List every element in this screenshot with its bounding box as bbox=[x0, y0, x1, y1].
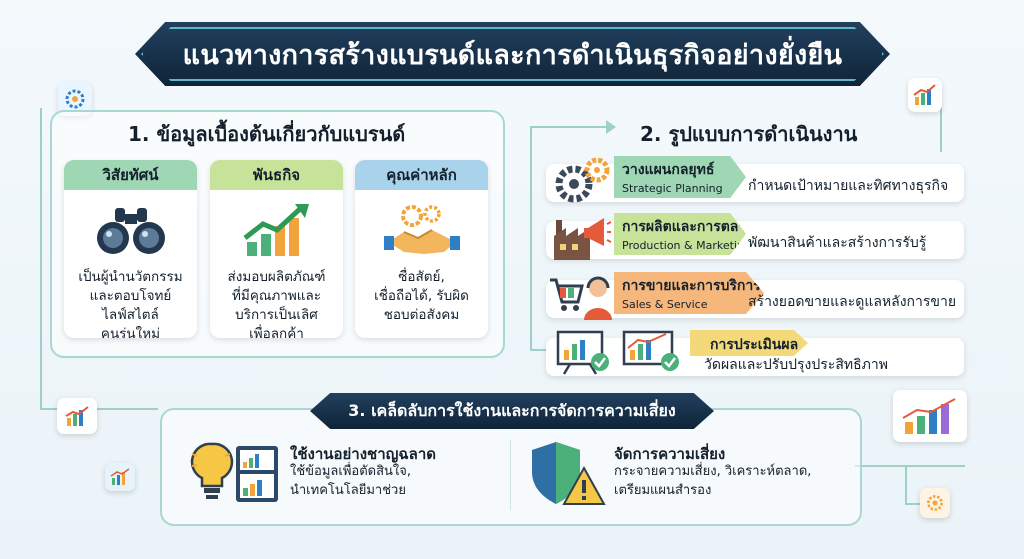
connector-line bbox=[855, 465, 965, 467]
step-tag: การประเมินผล bbox=[690, 330, 808, 356]
text-line: เชื่อถือได้, รับผิด bbox=[374, 288, 469, 304]
factory-megaphone-icon bbox=[552, 210, 612, 264]
section2-title: 2. รูปแบบการดำเนินงาน bbox=[640, 122, 858, 146]
bar-chart-icon bbox=[893, 390, 967, 442]
step-tag: การขายและการบริการ Sales & Service bbox=[614, 272, 764, 314]
text-line: ส่งมอบผลิตภัณฑ์ bbox=[227, 269, 326, 285]
step-title: การผลิตและการตลาด bbox=[622, 219, 756, 235]
chart-icon bbox=[57, 398, 97, 434]
connector-line bbox=[940, 86, 942, 152]
connector-line bbox=[530, 349, 548, 351]
section1-title: 1. ข้อมูลเบื้องต้นเกี่ยวกับแบรนด์ bbox=[128, 122, 406, 146]
connector-line bbox=[40, 408, 158, 410]
connector-line bbox=[530, 126, 532, 351]
text-line: เพื่อลูกค้า bbox=[249, 326, 304, 338]
chart-icon bbox=[105, 463, 135, 491]
gear-icon bbox=[920, 488, 950, 518]
step-description: กำหนดเป้าหมายและทิศทางธุรกิจ bbox=[748, 178, 949, 194]
step-subtitle: Production & Marketing bbox=[622, 239, 746, 252]
text-line: นำเทคโนโลยีมาช่วย bbox=[290, 483, 406, 498]
card-heading: คุณค่าหลัก bbox=[355, 160, 488, 190]
tip-text: กระจายความเสี่ยง, วิเคราะห์ตลาด, เตรียมแ… bbox=[614, 462, 811, 500]
step-description: สร้างยอดขายและดูแลหลังการขาย bbox=[748, 294, 957, 310]
step-title: การประเมินผล bbox=[710, 337, 799, 353]
text-line: เป็นผู้นำนวัตกรรม bbox=[78, 269, 183, 285]
text-line: ชอบต่อสังคม bbox=[383, 307, 460, 323]
card-heading: วิสัยทัศน์ bbox=[64, 160, 197, 190]
tip-title: ใช้งานอย่างชาญฉลาด bbox=[290, 445, 437, 463]
evaluation-board-icon bbox=[622, 328, 682, 376]
arrow-icon bbox=[606, 120, 616, 134]
core-values-card: คุณค่าหลัก ซื่อสัตย์, เชื่อถือได้, รับผิ… bbox=[355, 160, 488, 338]
text-line: ซื่อสัตย์, bbox=[398, 269, 445, 285]
text-line: ไลฟ์สไตล์ bbox=[102, 307, 159, 323]
tip-text: ใช้ข้อมูลเพื่อตัดสินใจ, นำเทคโนโลยีมาช่ว… bbox=[290, 462, 411, 500]
text-line: บริการเป็นเลิศ bbox=[235, 307, 318, 323]
connector-line bbox=[905, 465, 907, 505]
card-text: เป็นผู้นำนวัตกรรม และตอบโจทย์ ไลฟ์สไตล์ … bbox=[64, 268, 197, 338]
text-line: ที่มีคุณภาพและ bbox=[232, 288, 321, 304]
step-title: วางแผนกลยุทธ์ bbox=[622, 162, 715, 178]
title-banner: แนวทางการสร้างแบรนด์และการดำเนินธุรกิจอย… bbox=[135, 22, 890, 86]
step-tag: การผลิตและการตลาด Production & Marketing bbox=[614, 213, 746, 255]
text-line: กระจายความเสี่ยง, วิเคราะห์ตลาด, bbox=[614, 464, 812, 479]
card-text: ซื่อสัตย์, เชื่อถือได้, รับผิด ชอบต่อสัง… bbox=[355, 268, 488, 325]
text-line: คนรุ่นใหม่ bbox=[100, 326, 161, 338]
step-subtitle: Strategic Planning bbox=[622, 182, 723, 195]
card-text: ส่งมอบผลิตภัณฑ์ ที่มีคุณภาพและ บริการเป็… bbox=[210, 268, 343, 338]
lightbulb-dashboard-icon bbox=[190, 440, 280, 508]
gears-icon bbox=[552, 154, 612, 206]
mission-card: พันธกิจ ส่งมอบผลิตภัณฑ์ ที่มีคุณภาพและ บ… bbox=[210, 160, 343, 338]
step-subtitle: Sales & Service bbox=[622, 298, 708, 311]
binoculars-icon bbox=[64, 202, 197, 260]
connector-line bbox=[40, 108, 42, 408]
page-title: แนวทางการสร้างแบรนด์และการดำเนินธุรกิจอย… bbox=[182, 39, 843, 71]
card-heading: พันธกิจ bbox=[210, 160, 343, 190]
text-line: เตรียมแผนสำรอง bbox=[614, 483, 712, 498]
text-line: และตอบโจทย์ bbox=[89, 288, 172, 304]
growth-chart-icon bbox=[210, 202, 343, 260]
handshake-gears-icon bbox=[355, 202, 488, 260]
step-description: วัดผลและปรับปรุงประสิทธิภาพ bbox=[704, 357, 888, 373]
chart-icon bbox=[908, 78, 942, 112]
text-line: ใช้ข้อมูลเพื่อตัดสินใจ, bbox=[290, 464, 412, 479]
step-description: พัฒนาสินค้าและสร้างการรับรู้ bbox=[748, 235, 927, 251]
section3-title: 3. เคล็ดลับการใช้งานและการจัดการความเสี่… bbox=[348, 400, 676, 420]
vision-card: วิสัยทัศน์ เป็นผู้นำนวัตกรรม และตอบโจทย์… bbox=[64, 160, 197, 338]
step-tag: วางแผนกลยุทธ์ Strategic Planning bbox=[614, 156, 746, 198]
step-title: การขายและการบริการ bbox=[622, 278, 761, 294]
connector-line bbox=[905, 503, 925, 505]
evaluation-board-icon bbox=[556, 328, 612, 376]
section3-banner: 3. เคล็ดลับการใช้งานและการจัดการความเสี่… bbox=[310, 393, 714, 429]
divider bbox=[510, 440, 511, 510]
connector-line bbox=[532, 126, 612, 128]
cart-headset-icon bbox=[548, 270, 612, 320]
tip-title: จัดการความเสี่ยง bbox=[614, 445, 726, 463]
banner-frame bbox=[141, 27, 884, 81]
shield-warning-icon bbox=[528, 438, 608, 508]
